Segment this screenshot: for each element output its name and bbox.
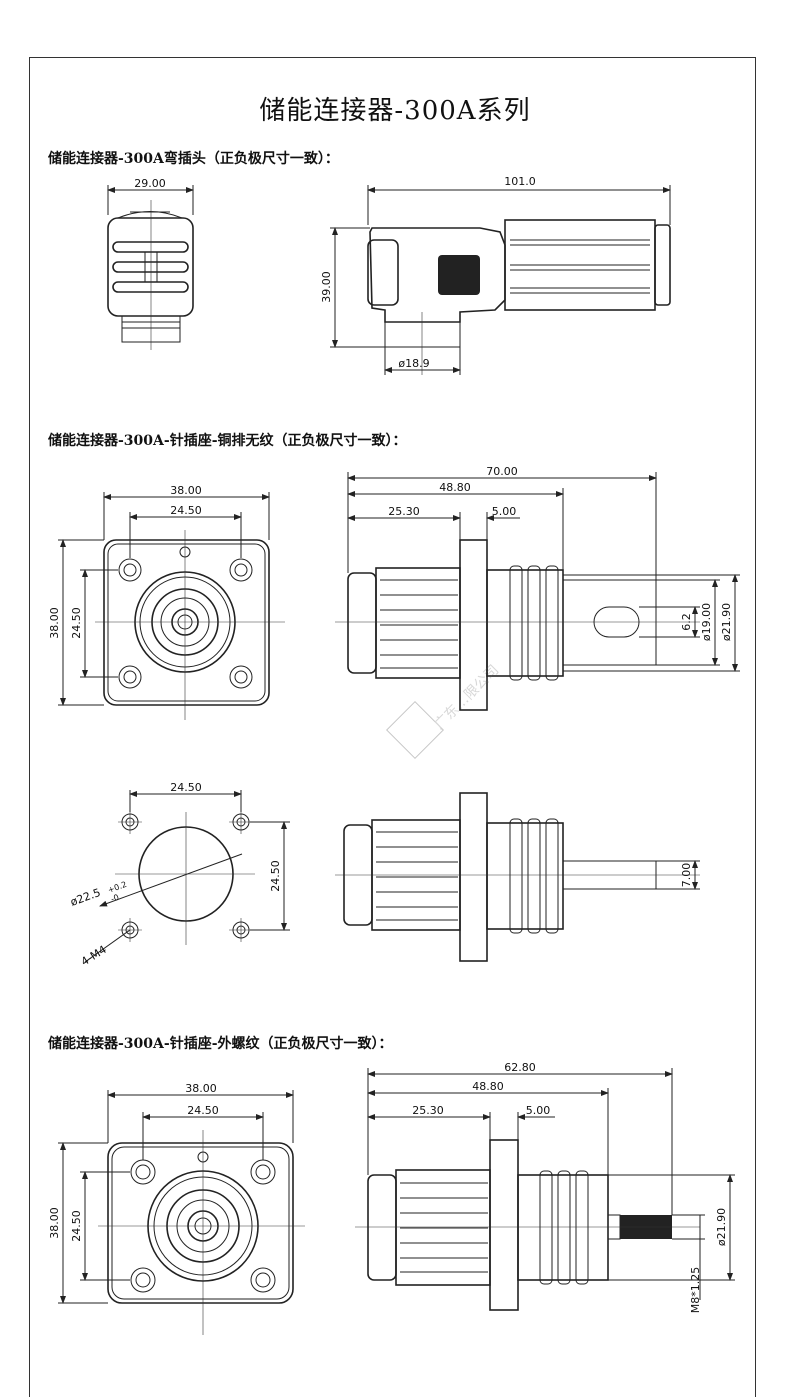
dim-label: 38.00 <box>170 484 202 497</box>
dim-label: 24.50 <box>70 607 83 639</box>
socket-thread-front-view <box>98 1130 305 1335</box>
dim-label: 38.00 <box>185 1082 217 1095</box>
section-heading-pin-socket-thread: 储能连接器-300A-针插座-外螺纹（正负极尺寸一致）： <box>48 1036 393 1052</box>
dim-tolerance: +0.2 <box>107 880 128 895</box>
dim-plug-width: 29.00 <box>107 177 194 215</box>
panel-cutout-view <box>84 810 255 963</box>
socket-thread-side-view <box>355 1139 700 1311</box>
dim-label: ø21.90 <box>715 1208 728 1246</box>
dim-label: 48.80 <box>439 481 471 494</box>
socket-side-view <box>335 539 700 711</box>
dim-label: 48.80 <box>472 1080 504 1093</box>
dim-socket-diameters: 6.2 ø19.00 ø21.90 <box>563 574 740 672</box>
socket-side-view-busbar: 7.00 <box>335 792 700 962</box>
drawing-frame <box>29 57 756 1397</box>
socket-front-view <box>95 530 285 720</box>
dim-label: 70.00 <box>486 465 518 478</box>
dim-tolerance: -0 <box>110 893 121 904</box>
dim-thread-socket-diameter: ø21.90 M8*1.25 <box>608 1174 735 1313</box>
dim-label: 5.00 <box>526 1104 551 1117</box>
dim-plug-diameter: ø18.9 <box>384 347 461 375</box>
dim-plug-length: 101.0 <box>367 175 671 225</box>
dim-label: 4-M4 <box>79 943 109 969</box>
dim-label: 38.00 <box>48 1207 61 1239</box>
dim-label: ø18.9 <box>398 357 429 370</box>
dim-label: 39.00 <box>320 271 333 303</box>
dim-cutout: 24.50 24.50 ø22.5 +0.2 -0 4-M4 <box>69 781 290 969</box>
dim-label: 24.50 <box>187 1104 219 1117</box>
dim-label: 101.0 <box>504 175 536 188</box>
dim-label: 25.30 <box>388 505 420 518</box>
page-title: 储能连接器-300A系列 <box>259 96 531 126</box>
dim-label: 7.00 <box>680 863 693 888</box>
section-heading-pin-socket-busbar: 储能连接器-300A-针插座-铜排无纹（正负极尺寸一致）： <box>48 433 407 449</box>
dim-plug-height: 39.00 <box>320 227 385 348</box>
dim-label: 24.50 <box>70 1210 83 1242</box>
dim-label: 24.50 <box>170 781 202 794</box>
dim-socket-flange-width: 38.00 24.50 <box>103 484 270 558</box>
dim-label: ø21.90 <box>720 603 733 641</box>
dim-label: 6.2 <box>680 613 693 631</box>
dim-label: ø22.5 <box>69 886 103 909</box>
section-heading-right-angle-plug: 储能连接器-300A弯插头（正负极尺寸一致）： <box>48 151 339 167</box>
dim-label: ø19.00 <box>700 603 713 641</box>
dim-thread-socket-flange: 38.00 24.50 38.00 24.50 <box>48 1082 294 1304</box>
dim-label: 25.30 <box>412 1104 444 1117</box>
dim-label: 29.00 <box>134 177 166 190</box>
plug-front-view <box>107 200 194 350</box>
dim-label: 24.50 <box>269 860 282 892</box>
plug-side-view <box>367 219 671 375</box>
svg-text:广东…限公司: 广东…限公司 <box>432 662 503 733</box>
dim-label: 38.00 <box>48 607 61 639</box>
dim-socket-flange-height: 38.00 24.50 <box>48 539 118 706</box>
dim-thread-socket-lengths: 62.80 48.80 25.30 5.00 <box>367 1061 673 1215</box>
dim-label: 24.50 <box>170 504 202 517</box>
dim-label: 62.80 <box>504 1061 536 1074</box>
dim-label: M8*1.25 <box>689 1267 702 1313</box>
dim-socket-lengths: 70.00 48.80 25.30 5.00 <box>347 465 657 580</box>
dim-label: 5.00 <box>492 505 517 518</box>
